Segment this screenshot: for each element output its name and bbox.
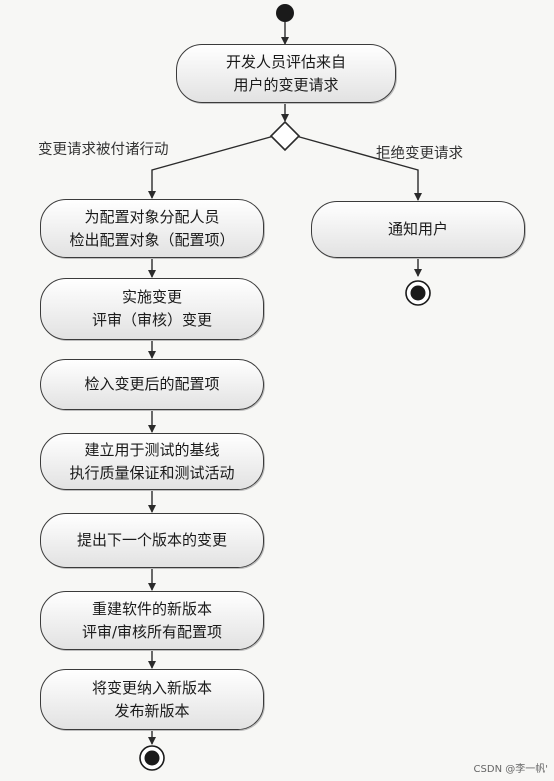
node-implement-line-1: 实施变更	[121, 288, 182, 306]
node-evaluate-line-2: 用户的变更请求	[233, 75, 339, 94]
node-rebuild-line-1: 重建软件的新版本	[91, 599, 212, 618]
node-evaluate: 开发人员评估来自 用户的变更请求	[176, 44, 396, 103]
edge-decision-notify	[295, 135, 422, 201]
node-checkin-line-1: 检入变更后的配置项	[84, 375, 220, 393]
node-checkin: 检入变更后的配置项	[40, 359, 264, 410]
guard-rejected: 拒绝变更请求	[376, 146, 463, 162]
node-assign-line-1: 为配置对象分配人员	[84, 207, 220, 226]
node-promote: 提出下一个版本的变更	[40, 513, 264, 568]
end-node-right	[405, 280, 431, 306]
node-implement-line-2: 评审（审核）变更	[91, 311, 212, 329]
node-release-line-1: 将变更纳入新版本	[91, 678, 212, 697]
end-node-left	[139, 745, 165, 771]
node-baseline-line-1: 建立用于测试的基线	[84, 440, 220, 459]
node-evaluate-line-1: 开发人员评估来自	[225, 52, 346, 71]
node-notify: 通知用户	[311, 201, 525, 258]
decision-diamond	[269, 120, 301, 152]
node-promote-line-1: 提出下一个版本的变更	[76, 531, 227, 549]
guard-approved: 变更请求被付诸行动	[38, 142, 169, 158]
edge-decision-assign	[148, 135, 275, 199]
node-release: 将变更纳入新版本 发布新版本	[40, 669, 264, 730]
start-node	[276, 4, 294, 22]
node-rebuild-line-2: 评审/审核所有配置项	[81, 622, 223, 641]
node-assign: 为配置对象分配人员 检出配置对象（配置项）	[40, 199, 264, 258]
node-assign-line-2: 检出配置对象（配置项）	[69, 230, 235, 249]
node-baseline: 建立用于测试的基线 执行质量保证和测试活动	[40, 433, 264, 490]
node-notify-line-1: 通知用户	[387, 220, 448, 238]
node-release-line-2: 发布新版本	[114, 701, 190, 720]
node-rebuild: 重建软件的新版本 评审/审核所有配置项	[40, 591, 264, 650]
node-baseline-line-2: 执行质量保证和测试活动	[69, 463, 235, 482]
node-implement: 实施变更 评审（审核）变更	[40, 278, 264, 340]
watermark: CSDN @李一帆'	[473, 764, 548, 775]
